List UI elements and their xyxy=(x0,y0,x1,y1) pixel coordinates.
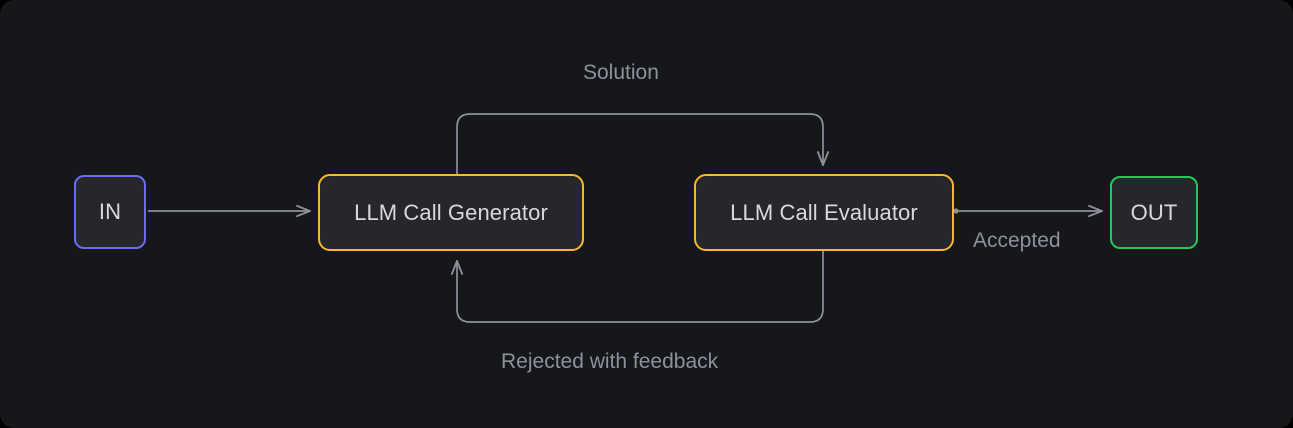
node-llm-call-generator[interactable]: LLM Call Generator xyxy=(318,174,584,251)
edge-label-solution: Solution xyxy=(583,61,659,84)
node-llm-call-evaluator[interactable]: LLM Call Evaluator xyxy=(694,174,954,251)
node-llm-call-evaluator-label: LLM Call Evaluator xyxy=(730,199,918,225)
node-out[interactable]: OUT xyxy=(1110,176,1198,249)
edge-generator-to-evaluator xyxy=(456,113,830,175)
edge-label-rejected-with-feedback: Rejected with feedback xyxy=(501,350,719,373)
node-out-label: OUT xyxy=(1130,199,1178,225)
edge-evaluator-to-generator xyxy=(450,250,824,323)
node-in-label: IN xyxy=(98,199,122,224)
edge-label-accepted: Accepted xyxy=(973,229,1061,252)
edge-evaluator-to-out xyxy=(953,204,1103,218)
node-llm-call-generator-label: LLM Call Generator xyxy=(354,199,548,225)
node-in[interactable]: IN xyxy=(74,175,146,249)
